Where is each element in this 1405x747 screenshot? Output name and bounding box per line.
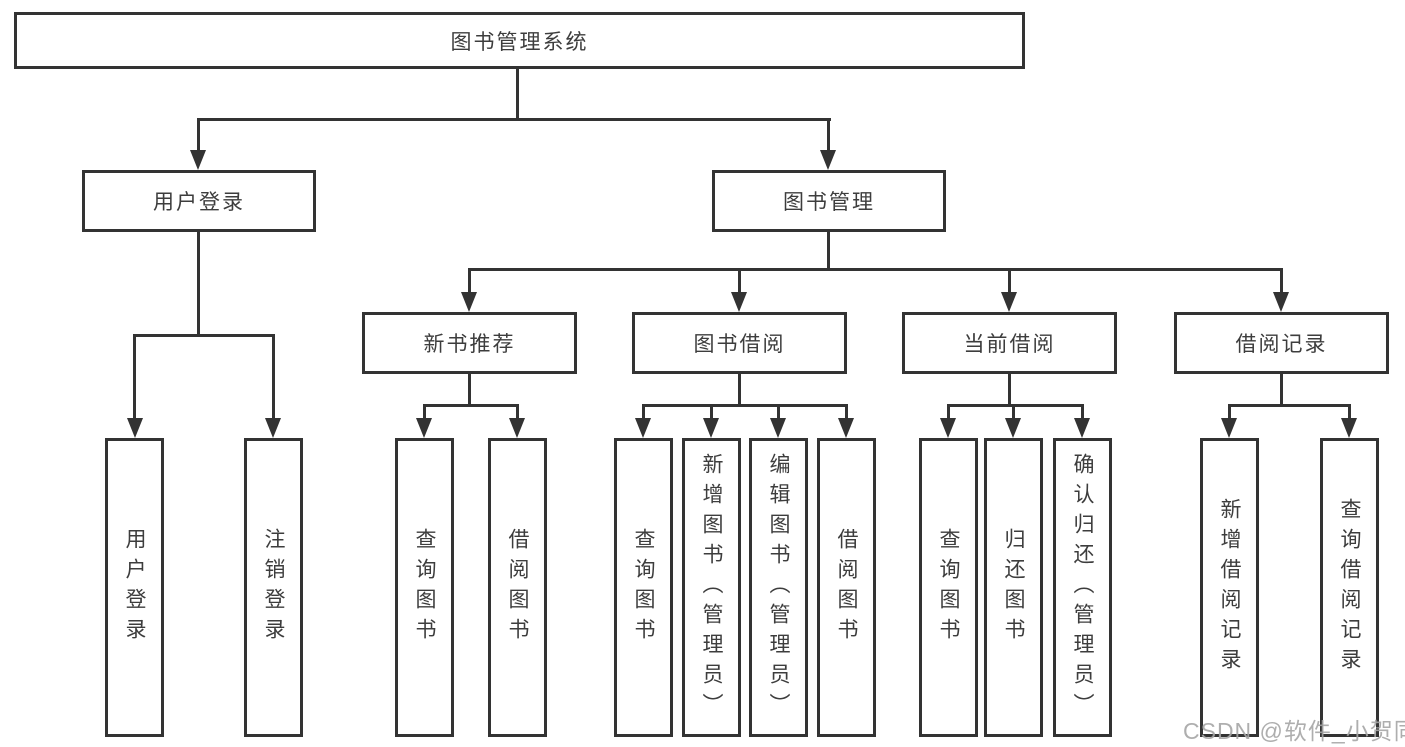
leaf-add-book-admin-label: 新增图书（管理员） [700, 452, 723, 723]
node-book-borrowing: 图书借阅 [632, 312, 847, 374]
arrow-to-leaf-borrow-books-borrowing [838, 418, 854, 438]
arrow-to-user-login [190, 150, 206, 170]
leaf-add-borrow-record: 新增借阅记录 [1200, 438, 1259, 737]
arrow-to-new-book-recommend [461, 292, 477, 312]
connector-cur-drop-1 [947, 404, 950, 421]
connector-recd-stem [1280, 372, 1283, 407]
node-current-borrowing: 当前借阅 [902, 312, 1117, 374]
leaf-edit-book-admin-label: 编辑图书（管理员） [767, 452, 790, 723]
connector-mgmt-hline [468, 268, 1283, 271]
connector-rec-drop-2 [516, 404, 519, 421]
arrow-to-leaf-edit-book-admin [770, 418, 786, 438]
connector-login-drop-2 [272, 334, 275, 420]
connector-recd-drop-1 [1228, 404, 1231, 421]
connector-recd-drop-2 [1348, 404, 1351, 421]
arrow-to-book-management [820, 150, 836, 170]
arrow-to-book-borrowing [731, 292, 747, 312]
leaf-confirm-return-admin-label: 确认归还（管理员） [1071, 452, 1094, 723]
connector-recd-hline [1228, 404, 1351, 407]
connector-root-hline [197, 118, 831, 121]
connector-rec-hline [423, 404, 519, 407]
leaf-borrow-books-borrowing-label: 借阅图书 [835, 527, 858, 648]
connector-root-left-drop [197, 118, 200, 152]
leaf-borrow-books-recommend: 借阅图书 [488, 438, 547, 737]
node-current-borrowing-label: 当前借阅 [963, 333, 1056, 356]
arrow-to-current-borrowing [1001, 292, 1017, 312]
connector-mgmt-drop-1 [468, 268, 471, 294]
leaf-return-books: 归还图书 [984, 438, 1043, 737]
node-borrowing-records: 借阅记录 [1174, 312, 1389, 374]
arrow-to-leaf-add-borrow-record [1221, 418, 1237, 438]
leaf-query-books-current-label: 查询图书 [937, 527, 960, 648]
leaf-add-borrow-record-label: 新增借阅记录 [1218, 497, 1241, 678]
node-new-book-recommend: 新书推荐 [362, 312, 577, 374]
arrow-to-borrowing-records [1273, 292, 1289, 312]
connector-mgmt-drop-3 [1008, 268, 1011, 294]
connector-root-stem [516, 68, 519, 121]
leaf-user-login: 用户登录 [105, 438, 164, 737]
node-user-login: 用户登录 [82, 170, 316, 232]
node-book-borrowing-label: 图书借阅 [693, 333, 786, 356]
arrow-to-leaf-return-books [1005, 418, 1021, 438]
csdn-watermark: CSDN @软件_小贺同学 [1183, 718, 1405, 744]
leaf-query-books-borrowing: 查询图书 [614, 438, 673, 737]
arrow-to-leaf-confirm-return-admin [1074, 418, 1090, 438]
node-book-management-label: 图书管理 [783, 191, 875, 214]
leaf-borrow-books-recommend-label: 借阅图书 [506, 527, 529, 648]
arrow-to-leaf-borrow-books-recommend [509, 418, 525, 438]
connector-login-stem [197, 231, 200, 337]
arrow-to-leaf-query-borrow-record [1341, 418, 1357, 438]
leaf-user-login-label: 用户登录 [123, 527, 146, 648]
node-new-book-recommend-label: 新书推荐 [423, 333, 516, 356]
leaf-add-book-admin: 新增图书（管理员） [682, 438, 741, 737]
node-borrowing-records-label: 借阅记录 [1235, 333, 1328, 356]
leaf-edit-book-admin: 编辑图书（管理员） [749, 438, 808, 737]
connector-root-right-drop [827, 118, 830, 152]
connector-bor-stem [738, 372, 741, 407]
connector-bor-drop-1 [642, 404, 645, 421]
connector-mgmt-drop-4 [1280, 268, 1283, 294]
connector-bor-drop-3 [777, 404, 780, 421]
arrow-to-leaf-logout [265, 418, 281, 438]
connector-cur-drop-2 [1012, 404, 1015, 421]
arrow-to-leaf-add-book-admin [703, 418, 719, 438]
arrow-to-leaf-query-books-recommend [416, 418, 432, 438]
connector-bor-hline [642, 404, 848, 407]
connector-cur-stem [1008, 372, 1011, 407]
connector-bor-drop-2 [710, 404, 713, 421]
connector-mgmt-drop-2 [738, 268, 741, 294]
connector-rec-drop-1 [423, 404, 426, 421]
leaf-logout-label: 注销登录 [262, 527, 285, 648]
connector-bor-drop-4 [845, 404, 848, 421]
node-user-login-label: 用户登录 [153, 191, 245, 214]
node-book-management: 图书管理 [712, 170, 946, 232]
leaf-logout: 注销登录 [244, 438, 303, 737]
leaf-query-books-current: 查询图书 [919, 438, 978, 737]
leaf-query-books-recommend: 查询图书 [395, 438, 454, 737]
node-root-label: 图书管理系统 [450, 30, 589, 54]
leaf-return-books-label: 归还图书 [1002, 527, 1025, 648]
node-root: 图书管理系统 [14, 12, 1025, 69]
leaf-borrow-books-borrowing: 借阅图书 [817, 438, 876, 737]
leaf-confirm-return-admin: 确认归还（管理员） [1053, 438, 1112, 737]
connector-cur-drop-3 [1081, 404, 1084, 421]
leaf-query-borrow-record: 查询借阅记录 [1320, 438, 1379, 737]
arrow-to-leaf-query-books-borrowing [635, 418, 651, 438]
connector-login-drop-1 [133, 334, 136, 420]
connector-cur-hline [947, 404, 1084, 407]
connector-rec-stem [468, 372, 471, 407]
connector-login-hline [133, 334, 274, 337]
arrow-to-leaf-query-books-current [940, 418, 956, 438]
arrow-to-leaf-user-login [127, 418, 143, 438]
leaf-query-books-recommend-label: 查询图书 [413, 527, 436, 648]
leaf-query-borrow-record-label: 查询借阅记录 [1338, 497, 1361, 678]
leaf-query-books-borrowing-label: 查询图书 [632, 527, 655, 648]
connector-mgmt-stem [827, 231, 830, 271]
